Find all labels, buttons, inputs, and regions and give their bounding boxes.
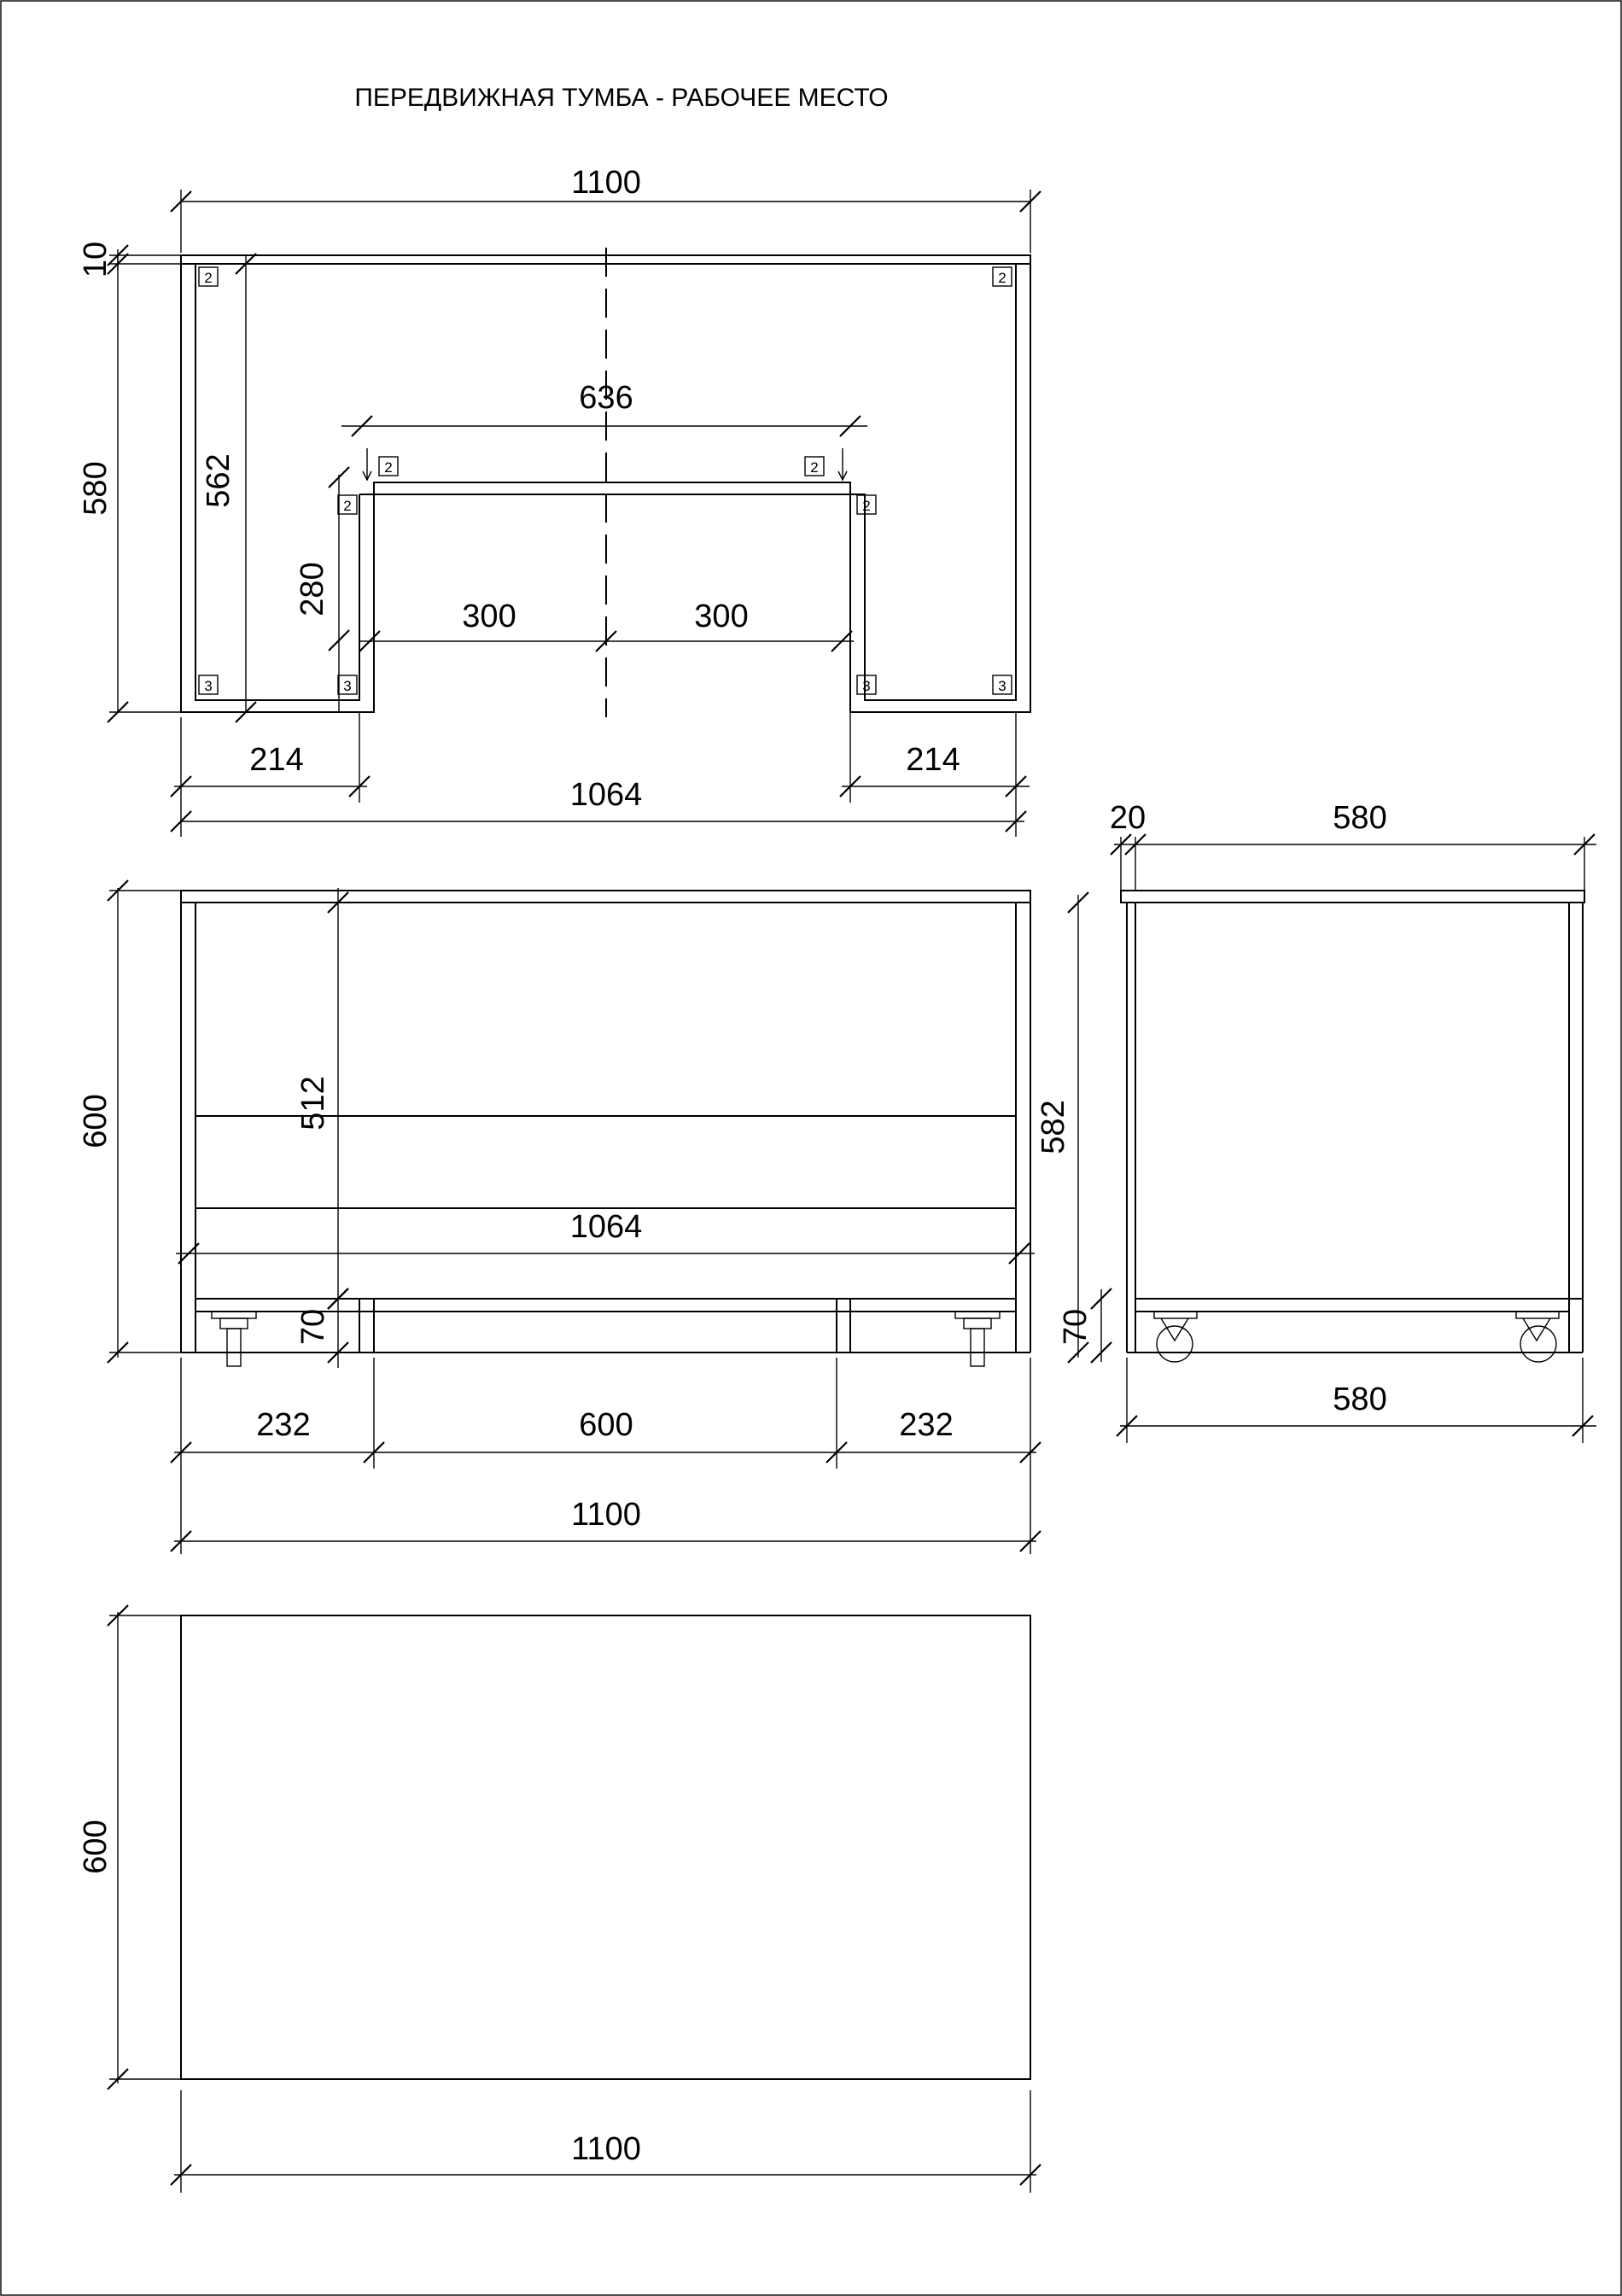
dim-front-overall-width: 1100 xyxy=(170,1497,1041,1552)
plan-view: 600 1100 xyxy=(78,1604,1041,2193)
svg-text:300: 300 xyxy=(462,599,516,634)
svg-text:582: 582 xyxy=(1036,1100,1071,1154)
caster-wheel-icon xyxy=(1515,1311,1560,1363)
svg-text:1100: 1100 xyxy=(571,2131,641,2167)
svg-text:1100: 1100 xyxy=(571,1497,641,1533)
part-tag: 3 xyxy=(992,675,1012,695)
svg-text:1064: 1064 xyxy=(570,1209,643,1245)
front-view-tabletop xyxy=(180,890,1031,903)
svg-text:580: 580 xyxy=(1333,1382,1386,1417)
svg-text:214: 214 xyxy=(906,742,960,778)
dim-inner-width: 1064 xyxy=(170,777,1027,833)
svg-text:70: 70 xyxy=(1058,1309,1094,1345)
svg-text:232: 232 xyxy=(899,1407,953,1443)
svg-text:2: 2 xyxy=(384,459,392,476)
part-tag: 2 xyxy=(198,266,219,287)
svg-text:1064: 1064 xyxy=(570,777,643,813)
dim-front-segments: 232 600 232 xyxy=(170,1358,1041,1554)
part-tag: 2 xyxy=(378,456,399,476)
dim-front-plinth: 70 xyxy=(295,1288,349,1364)
top-view-inner-left xyxy=(195,264,360,701)
plan-view-top xyxy=(180,1615,1031,2080)
dim-top-thickness: 10 xyxy=(78,242,181,278)
svg-text:2: 2 xyxy=(204,270,212,286)
leader-arrow-head xyxy=(837,470,848,482)
dim-side-depth: 562 xyxy=(201,253,257,723)
svg-text:2: 2 xyxy=(998,270,1006,286)
part-tag: 2 xyxy=(337,494,358,515)
part-tag: 2 xyxy=(856,494,877,515)
svg-text:3: 3 xyxy=(343,678,351,694)
svg-text:2: 2 xyxy=(862,498,870,514)
dim-recess-depth: 280 xyxy=(295,466,350,712)
caster-wheel-icon xyxy=(1153,1311,1198,1363)
dim-side-top: 20 580 xyxy=(1110,800,1596,891)
svg-text:280: 280 xyxy=(295,562,330,616)
part-tag: 3 xyxy=(337,675,358,695)
side-view: 20 580 582 70 580 xyxy=(1036,800,1596,1443)
svg-text:10: 10 xyxy=(78,242,114,278)
svg-text:3: 3 xyxy=(862,678,870,694)
dim-overall-width-top: 1100 xyxy=(170,165,1041,253)
svg-text:3: 3 xyxy=(204,678,212,694)
svg-text:562: 562 xyxy=(201,453,236,507)
dim-plan-width: 1100 xyxy=(170,2090,1041,2193)
svg-text:3: 3 xyxy=(998,678,1006,694)
svg-text:580: 580 xyxy=(78,461,114,515)
part-tag: 3 xyxy=(856,675,877,695)
part-tag: 2 xyxy=(804,456,825,476)
svg-text:214: 214 xyxy=(249,742,303,778)
svg-text:2: 2 xyxy=(343,498,351,514)
drawing-title: ПЕРЕДВИЖНАЯ ТУМБА - РАБОЧЕЕ МЕСТО xyxy=(354,84,888,112)
leader-arrow-head xyxy=(362,470,372,482)
svg-text:636: 636 xyxy=(579,380,633,416)
top-view: 2 2 2 2 2 2 3 3 3 3 1100 10 xyxy=(78,165,1041,837)
dim-side-bottom: 580 xyxy=(1116,1358,1596,1443)
part-tag: 3 xyxy=(198,675,219,695)
dim-half-widths: 300 300 xyxy=(359,599,854,652)
dim-side-plinth: 70 xyxy=(1058,1288,1112,1364)
top-view-outline xyxy=(180,264,1031,713)
svg-text:600: 600 xyxy=(78,1820,114,1873)
front-view: 600 512 70 1064 xyxy=(78,879,1041,1554)
dim-front-inner-width: 1064 xyxy=(176,1209,1035,1265)
caster-icon xyxy=(954,1311,1001,1367)
svg-text:512: 512 xyxy=(295,1076,331,1130)
dim-front-height: 600 xyxy=(78,879,181,1364)
svg-text:232: 232 xyxy=(256,1407,310,1443)
dim-leg-widths: 214 214 xyxy=(170,712,1030,837)
dim-side-height: 582 xyxy=(1036,891,1089,1364)
top-view-inner-recess xyxy=(359,264,1017,701)
svg-text:70: 70 xyxy=(295,1309,331,1345)
svg-text:600: 600 xyxy=(579,1407,633,1443)
dim-plan-depth: 600 xyxy=(78,1604,181,2090)
side-view-tabletop xyxy=(1120,890,1585,903)
svg-text:2: 2 xyxy=(810,459,818,476)
svg-text:1100: 1100 xyxy=(571,165,641,201)
svg-text:600: 600 xyxy=(78,1094,114,1148)
svg-text:580: 580 xyxy=(1333,800,1386,836)
dim-depth: 580 xyxy=(78,255,181,723)
svg-text:300: 300 xyxy=(694,599,748,634)
part-tag: 2 xyxy=(992,266,1012,287)
svg-text:20: 20 xyxy=(1110,800,1146,836)
caster-icon xyxy=(211,1311,257,1367)
dim-recess-width: 636 xyxy=(341,380,867,437)
